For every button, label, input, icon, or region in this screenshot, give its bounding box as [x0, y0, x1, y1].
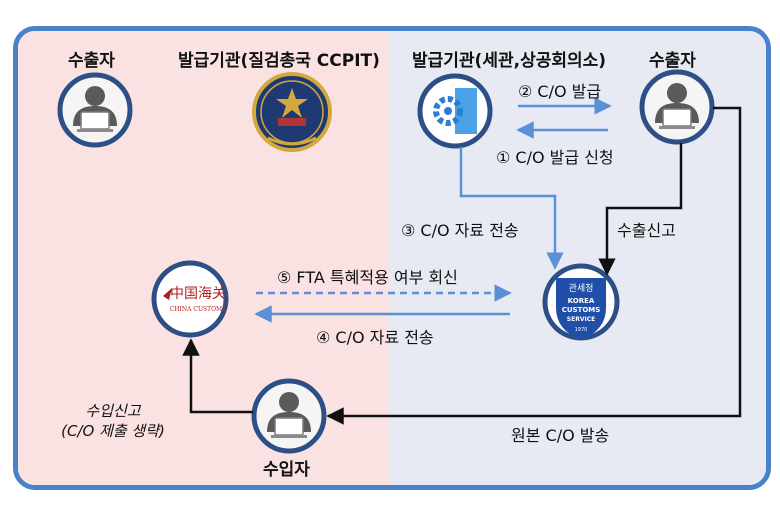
- issuer-right-label: 발급기관(세관,상공회의소): [412, 51, 607, 71]
- step2-label: ② C/O 발급: [518, 82, 602, 101]
- exporter-left-label: 수출자: [68, 51, 115, 71]
- step5-label: ⑤ FTA 특혜적용 여부 회신: [277, 268, 458, 287]
- svg-text:SERVICE: SERVICE: [567, 316, 595, 323]
- step4-label: ④ C/O 자료 전송: [316, 328, 434, 347]
- exporter-left-avatar: [57, 72, 133, 148]
- exporter-right-avatar: [639, 69, 715, 145]
- svg-text:中国海关: 中国海关: [170, 286, 226, 302]
- svg-text:1970: 1970: [575, 327, 588, 333]
- import-declaration-line1: 수입신고: [85, 402, 141, 420]
- import-declaration-line2: (C/O 제출 생략): [61, 422, 165, 440]
- china-customs-emblem: 中国海关 CHINA CUSTOMS: [151, 260, 229, 338]
- svg-text:관세청: 관세청: [569, 283, 594, 294]
- arrow-import-declaration: [182, 338, 253, 414]
- step3-label: ③ C/O 자료 전송: [401, 221, 519, 240]
- arrow-step3: [459, 147, 564, 270]
- issuer-left-label: 발급기관(질검총국 CCPIT): [178, 51, 380, 71]
- arrow-export-declaration: [598, 143, 683, 276]
- svg-text:CHINA CUSTOMS: CHINA CUSTOMS: [170, 306, 227, 313]
- arrow-original-shipment: [326, 106, 742, 425]
- exporter-right-label: 수출자: [649, 51, 696, 71]
- original-shipment-label: 원본 C/O 발송: [511, 426, 610, 445]
- svg-text:KOREA: KOREA: [568, 297, 595, 305]
- importer-avatar: [251, 378, 327, 454]
- importer-label: 수입자: [263, 460, 310, 480]
- svg-text:CUSTOMS: CUSTOMS: [562, 306, 601, 314]
- export-declaration-label: 수출신고: [617, 221, 676, 240]
- korea-customs-emblem: 관세청 KOREA CUSTOMS SERVICE 1970: [542, 263, 620, 341]
- step1-label: ① C/O 발급 신청: [496, 148, 614, 167]
- issuer-right-icon: [417, 73, 493, 149]
- import-declaration-label: 수입신고 (C/O 제출 생략): [38, 401, 188, 441]
- aqsiq-emblem: [252, 72, 332, 152]
